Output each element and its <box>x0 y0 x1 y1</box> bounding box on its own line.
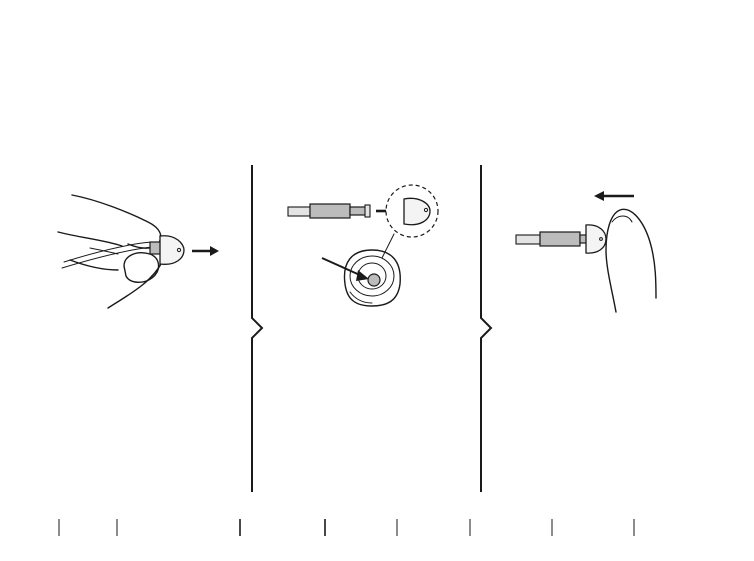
magnifier-callout-icon <box>382 185 438 258</box>
hand-wrist <box>108 262 162 308</box>
panel-2-align-tip <box>288 185 438 306</box>
nozzle-stem <box>350 207 366 215</box>
hand-thumb <box>72 195 161 248</box>
right-arrow-icon <box>192 246 219 256</box>
panel-3-press-tip <box>516 191 656 312</box>
bottom-tick-marks <box>59 519 634 536</box>
panel-divider-2 <box>481 165 491 492</box>
hand-index-finger <box>124 253 159 283</box>
panel-1-remove-tip <box>58 195 219 308</box>
hand-palm-top <box>58 232 122 246</box>
nozzle-tip <box>365 205 370 217</box>
pressing-finger <box>606 209 656 312</box>
insertion-arrow-icon <box>322 258 369 281</box>
nozzle-body <box>310 204 350 218</box>
finger-nail <box>612 216 632 222</box>
left-arrow-icon <box>594 191 634 201</box>
ear-tip-front-view <box>344 250 400 306</box>
cable-stub <box>288 207 310 216</box>
cable-stub <box>516 235 540 244</box>
panel-divider-1 <box>252 165 262 492</box>
ear-tip <box>586 225 606 253</box>
hand-lower-palm <box>70 260 118 270</box>
nozzle-body <box>540 232 580 246</box>
